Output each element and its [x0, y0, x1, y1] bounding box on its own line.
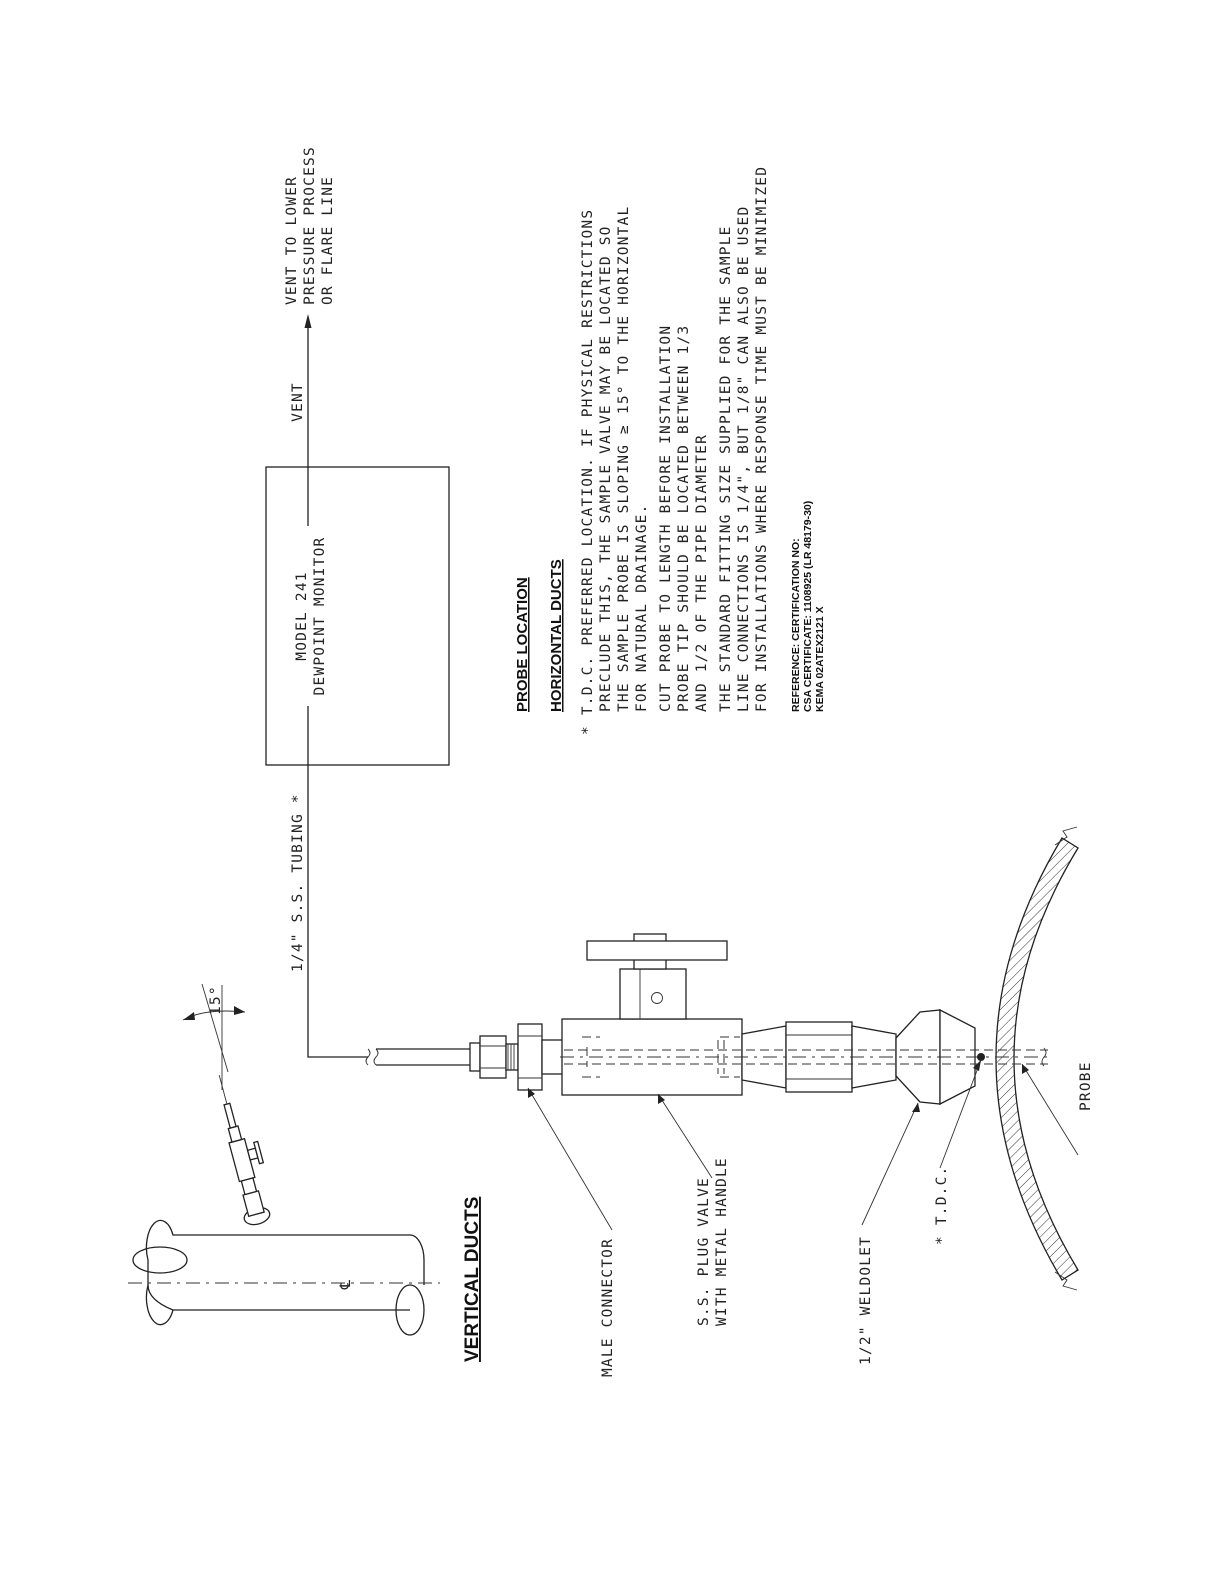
weldolet-leader	[861, 1102, 919, 1226]
plug-valve-label-line2: WITH METAL HANDLE	[714, 1157, 730, 1326]
monitor-label-line2: DEWPOINT MONITOR	[312, 537, 328, 696]
tubing-break-mark	[365, 1048, 379, 1066]
weldolet	[895, 1008, 976, 1106]
note1-line3: THE SAMPLE PROBE IS SLOPING ≥ 15° TO THE…	[616, 206, 632, 712]
plug-valve-label-line1: S.S. PLUG VALVE	[696, 1177, 712, 1326]
reference-line2: CSA CERTIFICATE: 1108925 (LR 48179-30)	[802, 501, 814, 712]
pipe-wall	[995, 837, 1079, 1281]
plug-valve	[561, 933, 743, 1096]
probe-label: PROBE	[1078, 1061, 1094, 1111]
angle-label: 15°	[208, 985, 224, 1015]
tdc-point	[977, 1053, 985, 1061]
male-connector-label: MALE CONNECTOR	[600, 1238, 616, 1377]
note1-line1: * T.D.C. PREFERRED LOCATION. IF PHYSICAL…	[580, 209, 596, 735]
tubing-label: 1/4" S.S. TUBING *	[290, 793, 306, 972]
male-connector-leader	[527, 1087, 613, 1231]
reference-line3: KEMA 02ATEX2121 X	[814, 606, 826, 712]
plug-valve-leader	[657, 1093, 713, 1179]
male-connector	[469, 1023, 565, 1091]
weldolet-label: 1/2" WELDOLET	[858, 1236, 874, 1365]
horizontal-ducts-heading: HORIZONTAL DUCTS	[548, 559, 565, 712]
note2-line2: PROBE TIP SHOULD BE LOCATED BETWEEN 1/3	[676, 325, 692, 712]
probe-leader	[1021, 1063, 1079, 1156]
note3-line2: LINE CONNECTIONS IS 1/4", BUT 1/8" CAN A…	[736, 206, 752, 712]
vent-arrow	[304, 314, 312, 328]
reference-line1: REFERENCE: CERTIFICATION NO:	[790, 538, 802, 712]
vent-destination-line3: OR FLARE LINE	[320, 176, 336, 305]
vertical-ducts-heading: VERTICAL DUCTS	[462, 1197, 483, 1362]
pipe-break-top	[1054, 826, 1078, 846]
vent-destination-line1: VENT TO LOWER	[284, 176, 300, 305]
pipe-break-bottom	[1054, 1271, 1078, 1291]
probe-location-heading: PROBE LOCATION	[514, 577, 531, 712]
monitor-box	[265, 466, 450, 766]
note1-line2: PRECLUDE THIS, THE SAMPLE VALVE MAY BE L…	[598, 225, 614, 712]
tdc-label: * T.D.C.	[934, 1166, 950, 1245]
note3-line1: THE STANDARD FITTING SIZE SUPPLIED FOR T…	[718, 225, 734, 712]
vent-label: VENT	[290, 382, 306, 422]
vertical-duct-sketch: ℄ 15°	[128, 983, 440, 1336]
sample-tubing-line	[307, 765, 368, 1058]
note3-line3: FOR INSTALLATIONS WHERE RESPONSE TIME MU…	[754, 166, 770, 712]
note2-line3: AND 1/2 OF THE PIPE DIAMETER	[694, 434, 710, 712]
note1-line4: FOR NATURAL DRAINAGE.	[634, 503, 650, 712]
vent-destination-line2: PRESSURE PROCESS	[302, 146, 318, 305]
monitor-label-line1: MODEL 241	[294, 571, 310, 660]
tdc-leader	[939, 1059, 982, 1169]
centerline-symbol: ℄	[338, 1279, 354, 1291]
note2-line1: CUT PROBE TO LENGTH BEFORE INSTALLATION	[658, 325, 674, 712]
